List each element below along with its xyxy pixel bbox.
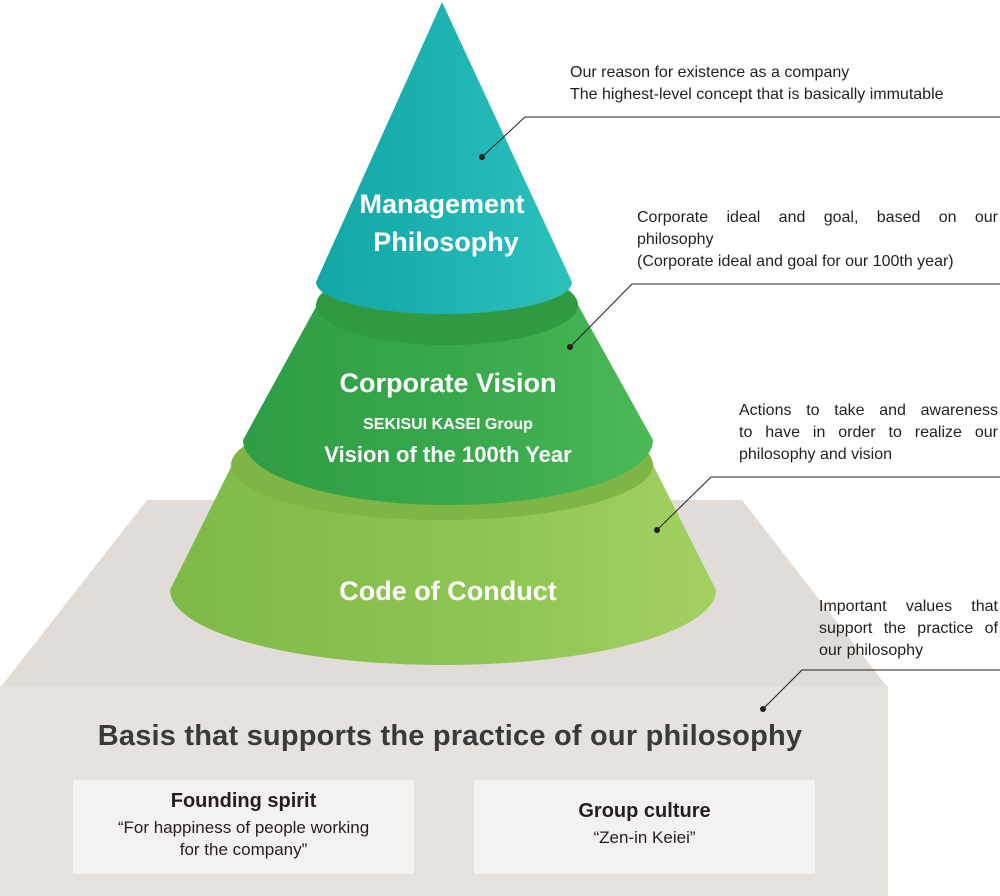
leader-line-vision <box>569 283 1000 348</box>
annotation-line: support the practice of <box>819 620 998 637</box>
annotation-conduct: Actions to take and awareness to have in… <box>739 400 998 466</box>
annotation-line: philosophy and vision <box>739 446 892 463</box>
founding-spirit-box: Founding spirit “For happiness of people… <box>73 780 414 874</box>
annotation-line: Corporate ideal and goal, based on our <box>637 209 998 226</box>
leader-line-basis <box>762 669 1000 710</box>
annotation-line: to have in order to realize our <box>739 424 998 441</box>
leader-line-conduct <box>656 476 1000 531</box>
annotation-philosophy: Our reason for existence as a company Th… <box>570 62 998 106</box>
annotation-line: Actions to take and awareness <box>739 402 998 419</box>
annotation-line: (Corporate ideal and goal for our 100th … <box>637 253 954 270</box>
annotation-line: The highest-level concept that is basica… <box>570 86 944 103</box>
founding-spirit-line: for the company” <box>179 840 308 859</box>
group-culture-box: Group culture “Zen-in Keiei” <box>474 780 815 874</box>
tier-management-philosophy: Management Philosophy <box>316 2 572 314</box>
annotation-line: philosophy <box>637 231 714 248</box>
founding-spirit-text: “For happiness of people working for the… <box>73 817 414 861</box>
annotation-line: our philosophy <box>819 642 924 659</box>
annotation-line: Our reason for existence as a company <box>570 64 850 81</box>
sekisui-kasei-group-label: SEKISUI KASEI Group <box>363 416 533 433</box>
leader-lines <box>481 116 1000 710</box>
group-culture-title: Group culture <box>578 800 711 822</box>
corporate-vision-label: Corporate Vision <box>339 368 556 398</box>
annotation-basis: Important values that support the practi… <box>819 596 998 662</box>
leader-dots <box>479 154 766 712</box>
dot-conduct <box>654 527 660 533</box>
founding-spirit-title: Founding spirit <box>170 790 317 812</box>
dot-basis <box>760 706 766 712</box>
dot-philosophy <box>479 154 485 160</box>
group-culture-text: “Zen-in Keiei” <box>474 827 815 849</box>
management-label: Management <box>359 189 524 219</box>
vision-100th-year-label: Vision of the 100th Year <box>324 442 572 467</box>
code-of-conduct-label: Code of Conduct <box>339 576 556 606</box>
philosophy-label: Philosophy <box>373 227 519 257</box>
annotation-line: Important values that <box>819 598 998 615</box>
annotation-vision: Corporate ideal and goal, based on our p… <box>637 207 998 273</box>
dot-vision <box>567 344 573 350</box>
founding-spirit-line: “For happiness of people working <box>117 818 370 837</box>
leader-line-philosophy <box>481 116 1000 158</box>
basis-title: Basis that supports the practice of our … <box>97 720 803 752</box>
group-culture-line: “Zen-in Keiei” <box>593 828 696 847</box>
